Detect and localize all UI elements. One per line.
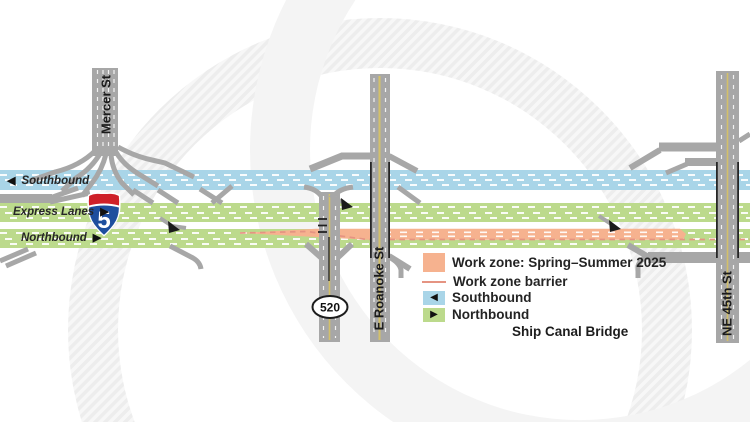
roanoke-street-road bbox=[308, 74, 422, 342]
northbound-swatch: ▶ bbox=[423, 307, 445, 322]
express-lanes-label: Express Lanes ▶ bbox=[13, 205, 109, 218]
left-arrow-icon: ◀ bbox=[430, 291, 438, 303]
mercer-street-label: Mercer St bbox=[98, 74, 114, 135]
legend-row-barrier: Work zone barrier bbox=[422, 274, 568, 289]
interstate-5-shield: 5 bbox=[87, 192, 121, 237]
legend-row-southbound: ◀ Southbound bbox=[423, 290, 531, 305]
ship-canal-bridge-caption: Ship Canal Bridge bbox=[512, 324, 629, 339]
work-zone-area bbox=[240, 228, 686, 240]
mercer-street-road bbox=[0, 68, 234, 270]
bridge-edge bbox=[370, 162, 390, 258]
southbound-label: ◀ Southbound bbox=[7, 174, 90, 187]
southbound-swatch: ◀ bbox=[423, 290, 445, 305]
right-arrow-icon: ▶ bbox=[430, 308, 438, 320]
northbound-label: Northbound ▶ bbox=[21, 231, 102, 244]
ne45th-street-label: NE 45th St bbox=[719, 271, 735, 337]
express-access-arrows bbox=[158, 193, 621, 233]
i5-shield-number: 5 bbox=[97, 207, 110, 234]
sr520-shield-number: 520 bbox=[320, 301, 340, 315]
right-arrow-icon: ▶ bbox=[100, 205, 109, 218]
left-arrow-icon: ◀ bbox=[7, 174, 16, 187]
bridge-edge bbox=[716, 162, 739, 258]
bottom-arc bbox=[250, 0, 750, 422]
legend-row-northbound: ▶ Northbound bbox=[423, 307, 529, 322]
work-zone-barrier-line bbox=[239, 230, 750, 241]
sr520-shield: 520 bbox=[311, 295, 349, 319]
right-arrow-icon: ▶ bbox=[92, 231, 102, 244]
top-arc bbox=[68, 18, 692, 422]
roanoke-street-label: E Roanoke St bbox=[371, 246, 387, 331]
work-zone-swatch bbox=[423, 253, 445, 272]
barrier-line-swatch bbox=[422, 280, 446, 283]
ne45th-street-road bbox=[626, 71, 750, 343]
legend-row-work-zone: Work zone: Spring–Summer 2025 bbox=[423, 253, 666, 272]
